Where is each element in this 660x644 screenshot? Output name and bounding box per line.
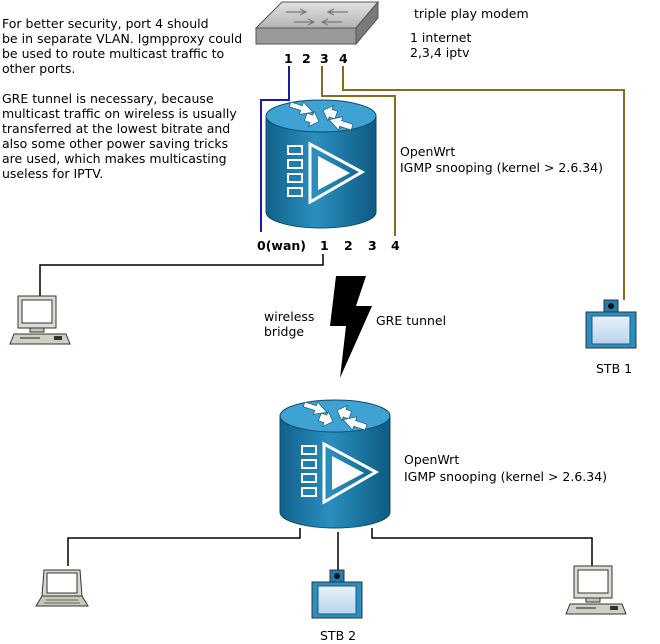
router2-to-laptop-cable — [67, 528, 301, 566]
gre-tunnel-label: GRE tunnel — [376, 313, 447, 328]
modem-port-info-1: 1 internet — [410, 30, 472, 45]
router-1-port-2: 2 — [344, 238, 353, 253]
wireless-bridge-line: bridge — [264, 324, 305, 339]
desktop-computer-2-icon — [565, 565, 627, 615]
stb-2-icon — [311, 569, 363, 619]
modem-port-1: 1 — [284, 51, 293, 66]
router-1-feature: IGMP snooping (kernel > 2.6.34) — [400, 160, 604, 175]
stb-1-label: STB 1 — [596, 361, 633, 376]
modem-port1-to-wan-cable — [260, 66, 290, 232]
wireless-bridge-label: wireless bridge — [264, 309, 314, 339]
wireless-bridge-line: wireless — [264, 309, 315, 324]
gre-note-line: multicast traffic on wireless is usually — [2, 106, 237, 121]
stb-1-icon — [585, 299, 637, 349]
modem-port3-to-router-port4-cable — [321, 66, 396, 236]
router1-port1-to-computer-cable — [39, 254, 324, 298]
modem-port4-to-stb1-cable — [342, 66, 625, 300]
desktop-computer-icon — [9, 295, 71, 345]
stb-2-label: STB 2 — [320, 628, 357, 643]
router-2-name: OpenWrt — [404, 452, 460, 467]
router-2-feature: IGMP snooping (kernel > 2.6.34) — [404, 469, 608, 484]
modem-port-2: 2 — [302, 51, 311, 66]
router-2-icon — [278, 396, 392, 530]
security-note: For better security, port 4 should be in… — [2, 16, 242, 76]
gre-note-line: also some other power saving tricks — [2, 136, 229, 151]
router-1-port-3: 3 — [368, 238, 377, 253]
modem-icon — [254, 0, 380, 46]
modem-port-4: 4 — [339, 51, 348, 66]
router2-to-desktop-cable — [371, 528, 593, 566]
security-note-line: be used to route multicast traffic to — [2, 46, 225, 61]
modem-port-info-2: 2,3,4 iptv — [410, 45, 470, 60]
router-1-port-4: 4 — [391, 238, 400, 253]
gre-note-line: are used, which makes multicasting — [2, 151, 227, 166]
gre-note: GRE tunnel is necessary, because multica… — [2, 91, 237, 181]
gre-note-line: transferred at the lowest bitrate and — [2, 121, 231, 136]
modem-port-3: 3 — [320, 51, 329, 66]
security-note-line: other ports. — [2, 61, 76, 76]
router-1-port-wan: 0(wan) — [257, 238, 307, 253]
router-1-name: OpenWrt — [400, 144, 456, 159]
security-note-line: be in separate VLAN. Igmpproxy could — [2, 31, 243, 46]
security-note-line: For better security, port 4 should — [2, 16, 209, 31]
router-1-icon — [264, 96, 378, 230]
laptop-icon — [35, 569, 89, 607]
modem-title: triple play modem — [414, 6, 529, 21]
gre-note-line: useless for IPTV. — [2, 166, 104, 181]
router-1-port-1: 1 — [320, 238, 329, 253]
wireless-link-icon — [330, 276, 372, 378]
gre-note-line: GRE tunnel is necessary, because — [2, 91, 214, 106]
